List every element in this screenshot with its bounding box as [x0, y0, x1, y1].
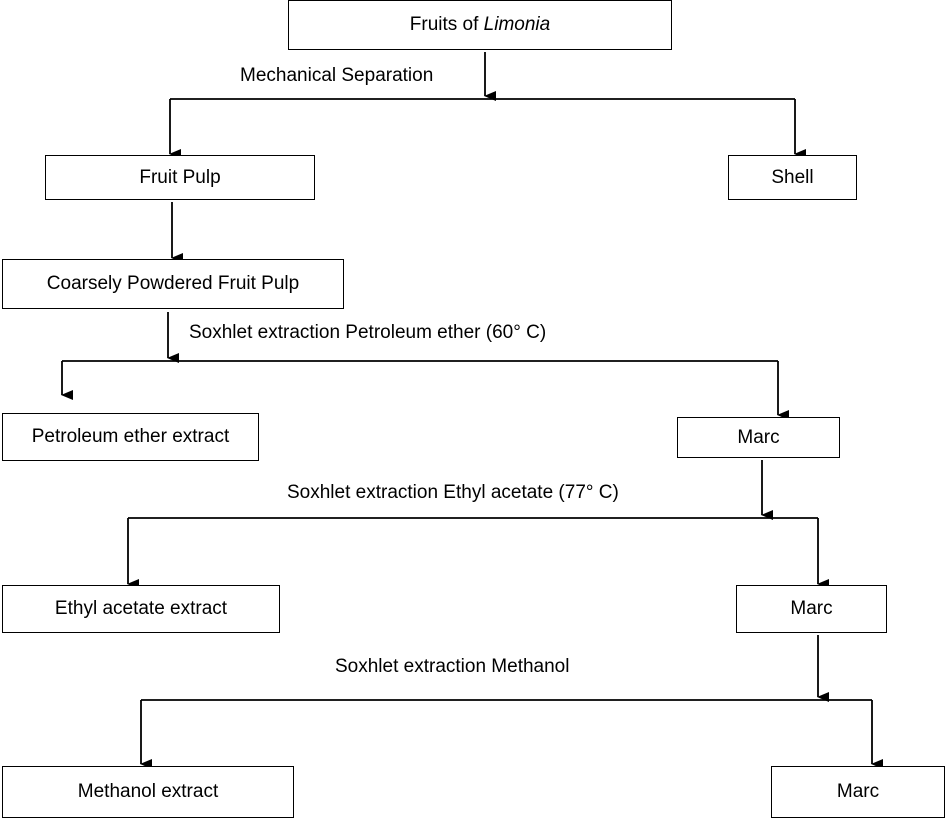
node-coarsely-powdered-pulp: Coarsely Powdered Fruit Pulp: [2, 259, 344, 309]
node-ethyl-acetate-extract: Ethyl acetate extract: [2, 585, 280, 633]
step-soxhlet-methanol: Soxhlet extraction Methanol: [335, 656, 570, 677]
step-soxhlet-ethyl-acetate: Soxhlet extraction Ethyl acetate (77° C): [287, 482, 619, 503]
node-methanol-extract: Methanol extract: [2, 766, 294, 818]
step-mechanical-separation: Mechanical Separation: [240, 65, 434, 86]
node-marc-3: Marc: [771, 766, 945, 818]
node-petroleum-ether-extract: Petroleum ether extract: [2, 413, 259, 461]
node-shell: Shell: [728, 155, 857, 200]
node-fruits-prefix: Fruits of: [409, 14, 484, 35]
node-marc-1: Marc: [677, 417, 840, 458]
node-fruits-species: Limonia: [483, 14, 551, 35]
step-soxhlet-petroleum-ether: Soxhlet extraction Petroleum ether (60° …: [189, 322, 547, 343]
node-marc-2: Marc: [736, 585, 887, 633]
node-fruit-pulp: Fruit Pulp: [45, 155, 315, 200]
node-fruits: Fruits of Limonia: [288, 0, 672, 50]
